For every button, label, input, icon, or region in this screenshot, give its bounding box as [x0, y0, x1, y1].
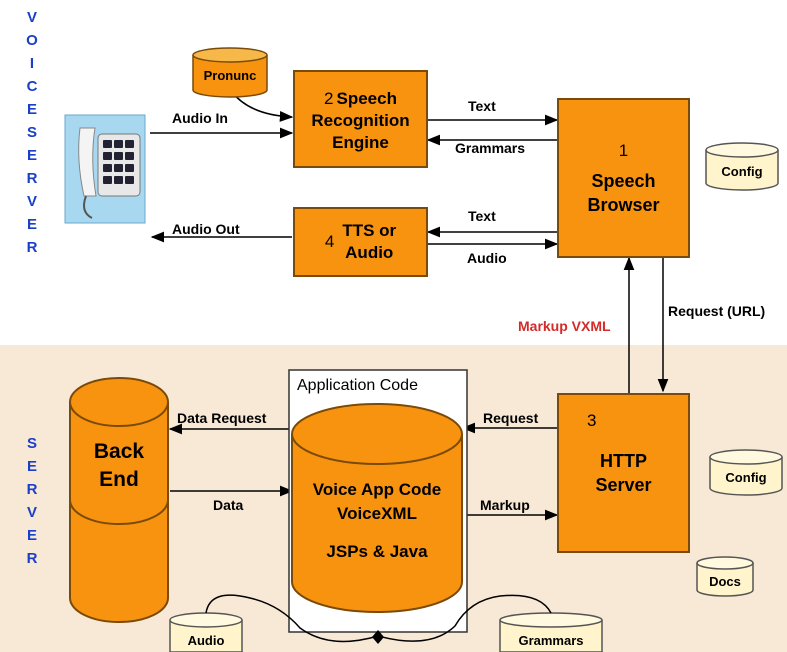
voice-server-side-label: V O I C E S E R V E R [22, 6, 42, 259]
voice-app-code-cylinder [291, 403, 463, 613]
back-end-line: End [99, 468, 139, 491]
box-line: HTTP [600, 451, 647, 471]
side-letter: E [26, 216, 37, 233]
box-line: TTS or [342, 221, 397, 240]
side-letter: S [26, 435, 37, 452]
back-end-cylinder [69, 377, 169, 623]
side-letter: V [26, 9, 37, 26]
config-top-cylinder [705, 142, 779, 191]
side-letter: E [26, 458, 37, 475]
side-letter: R [26, 170, 38, 187]
box-line: Recognition [311, 111, 410, 130]
back-end-text: Back End [70, 438, 168, 494]
audio-label: Audio [187, 633, 225, 648]
side-letter: R [26, 550, 38, 567]
box-line: Audio [345, 243, 394, 262]
side-letter: I [29, 55, 35, 72]
side-letter: R [26, 481, 38, 498]
config-bottom-cylinder [709, 449, 783, 496]
config-top-label: Config [721, 164, 763, 179]
grammars-arrow-label: Grammars [455, 140, 526, 156]
request-label: Request [483, 410, 539, 426]
docs-cylinder [696, 556, 754, 597]
audio-in-label: Audio In [172, 110, 228, 126]
audio-out-label: Audio Out [172, 221, 240, 237]
box-line: Browser [587, 195, 660, 215]
box-line: Speech [591, 171, 656, 191]
markup-label: Markup [480, 497, 530, 513]
side-letter: C [26, 78, 38, 95]
back-end-line: Back [93, 440, 145, 463]
http-server-box: 3 HTTP Server [557, 393, 690, 553]
box-number: 3 [587, 411, 597, 430]
telephone-icon [64, 114, 146, 224]
markup-vxml-label: Markup VXML [518, 318, 611, 334]
side-letter: V [26, 504, 37, 521]
app-code-line: JSPs & Java [326, 542, 428, 561]
grammars-label: Grammars [518, 633, 584, 648]
side-letter: O [26, 32, 38, 49]
audio-arrow-label: Audio [467, 250, 507, 266]
side-letter: V [26, 193, 37, 210]
box-number: 2 [324, 89, 334, 108]
box-line: Speech [336, 89, 397, 108]
application-code-title: Application Code [297, 377, 418, 394]
speech-browser-box: 1 Speech Browser [557, 98, 690, 258]
voice-app-code-text: Voice App Code VoiceXML JSPs & Java [292, 478, 462, 564]
side-letter: E [26, 147, 37, 164]
side-letter: E [26, 101, 37, 118]
side-letter: S [26, 124, 37, 141]
text-top-label: Text [468, 98, 496, 114]
box-number: 4 [324, 232, 335, 251]
request-url-label: Request (URL) [668, 303, 766, 319]
tts-audio-box: 4 TTS or Audio [293, 207, 428, 277]
pronunc-label: Pronunc [203, 68, 257, 83]
app-code-line: Voice App Code [312, 480, 442, 499]
server-side-label: S E R V E R [22, 432, 42, 570]
data-request-label: Data Request [177, 410, 267, 426]
box-line: Engine [332, 133, 389, 152]
grammars-cylinder [499, 612, 603, 652]
config-bottom-label: Config [725, 470, 767, 485]
app-code-line: VoiceXML [337, 504, 417, 523]
docs-label: Docs [709, 574, 741, 589]
box-line: Server [595, 475, 652, 495]
audio-cylinder [169, 612, 243, 652]
side-letter: R [26, 239, 38, 256]
data-label: Data [213, 497, 244, 513]
text-bottom-label: Text [468, 208, 496, 224]
side-letter: E [26, 527, 37, 544]
pronunc-cylinder [192, 47, 268, 98]
box-number: 1 [618, 141, 629, 160]
